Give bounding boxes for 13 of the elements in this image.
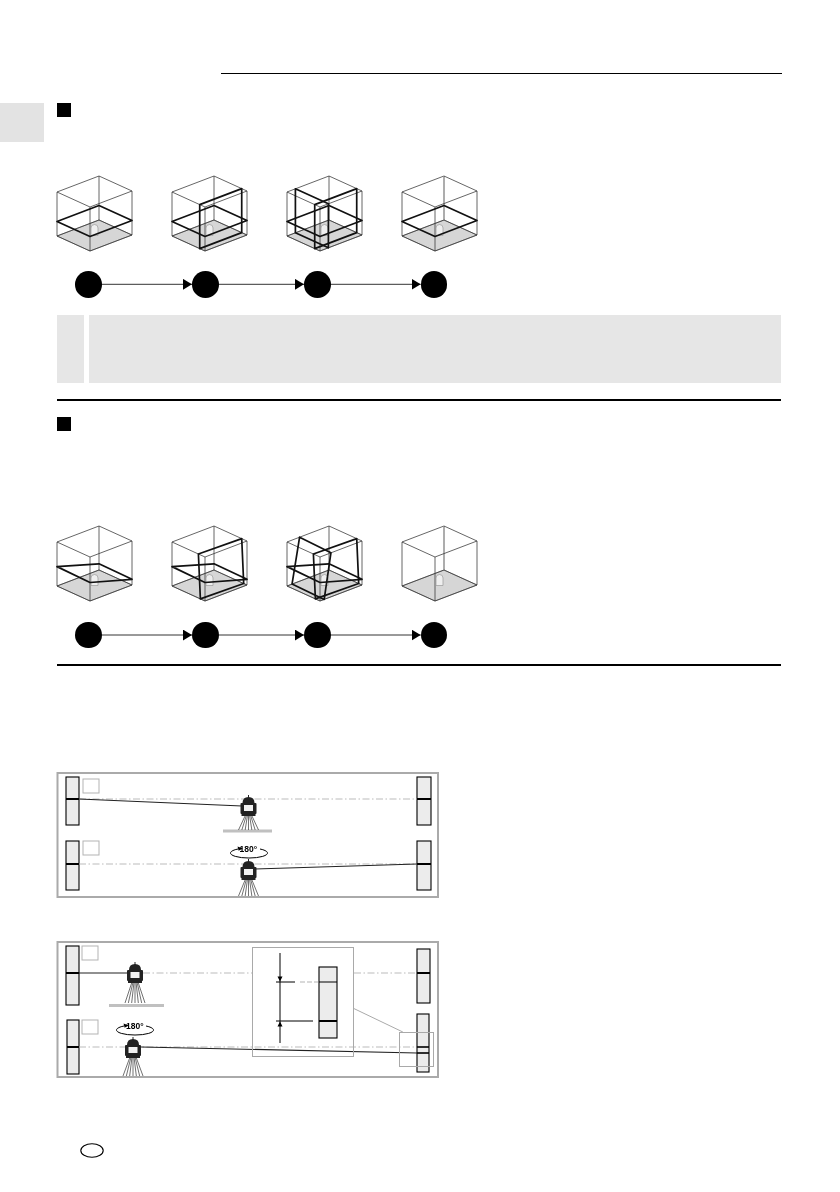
step-circle (304, 621, 331, 649)
angle-label: 180° (239, 843, 258, 854)
step-circle (75, 621, 102, 649)
step-circle (420, 621, 448, 649)
detail-highlight-frame (399, 1032, 434, 1067)
magnified-view-frame (252, 947, 354, 1057)
angle-label: 180° (126, 1020, 144, 1031)
step-circle (192, 271, 219, 298)
step-circle (420, 271, 448, 298)
leader-line (353, 1008, 404, 1033)
step-circle (192, 621, 219, 649)
step-circle (304, 271, 331, 298)
step-circle (75, 271, 102, 298)
